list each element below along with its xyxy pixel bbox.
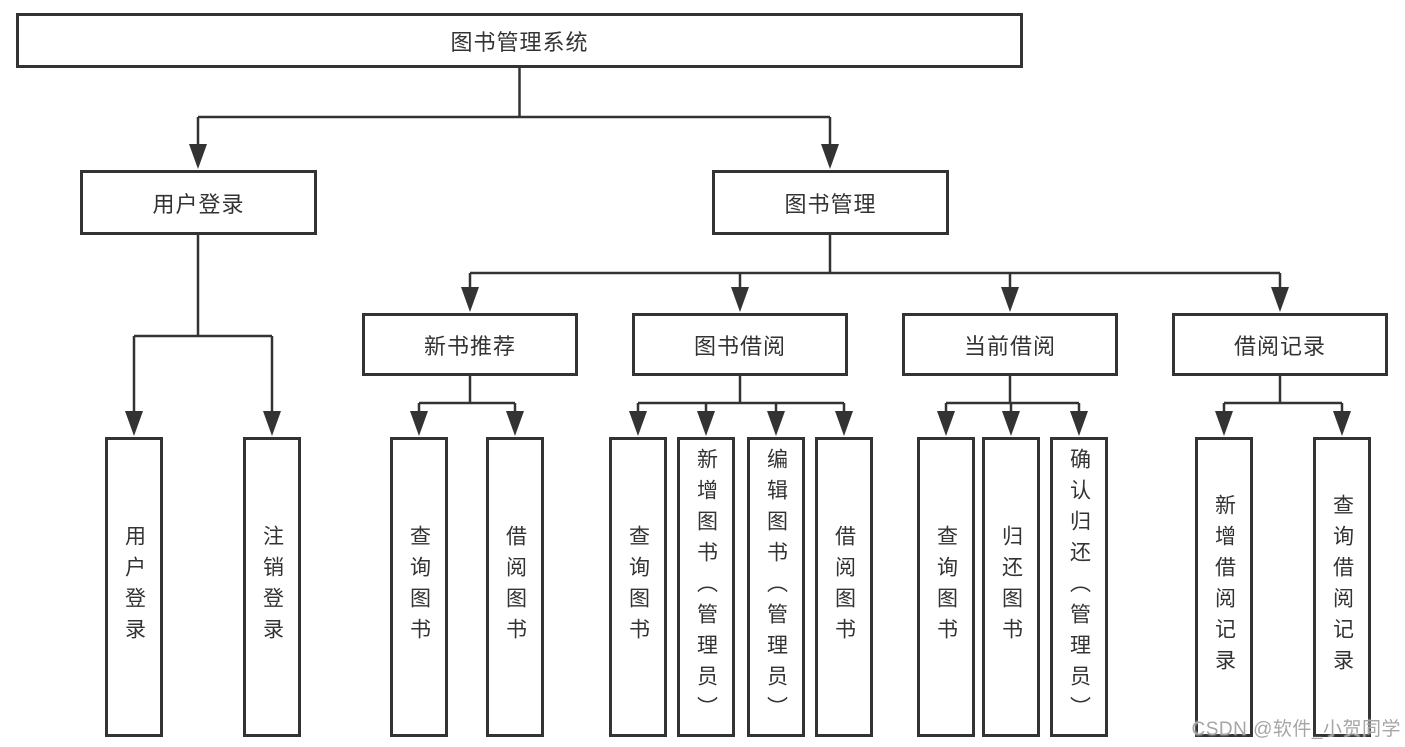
arrow-down-icon xyxy=(1215,411,1233,436)
leaf-query-books-current: 查询图书 xyxy=(917,437,975,737)
arrow-down-icon xyxy=(731,287,749,312)
node-label: 新增图书（管理员） xyxy=(694,447,718,727)
node-label: 注销登录 xyxy=(260,525,284,649)
node-borrow-records: 借阅记录 xyxy=(1172,313,1388,376)
arrow-down-icon xyxy=(1001,287,1019,312)
node-book-management: 图书管理 xyxy=(712,170,949,235)
leaf-logout: 注销登录 xyxy=(243,437,301,737)
arrow-down-icon xyxy=(410,411,428,436)
arrow-down-icon xyxy=(697,411,715,436)
node-label: 用户登录 xyxy=(122,525,146,649)
node-new-book-recommend: 新书推荐 xyxy=(362,313,578,376)
node-book-borrow: 图书借阅 xyxy=(632,313,848,376)
leaf-query-books-borrow: 查询图书 xyxy=(609,437,667,737)
leaf-borrow-books: 借阅图书 xyxy=(815,437,873,737)
arrow-down-icons xyxy=(125,144,1351,436)
arrow-down-icon xyxy=(767,411,785,436)
node-user-login: 用户登录 xyxy=(80,170,317,235)
node-label: 查询借阅记录 xyxy=(1330,494,1354,680)
leaf-query-borrow-record: 查询借阅记录 xyxy=(1313,437,1371,737)
node-label: 借阅图书 xyxy=(832,525,856,649)
arrow-down-icon xyxy=(1002,411,1020,436)
connector-paths xyxy=(132,68,1344,414)
arrow-down-icon xyxy=(263,411,281,436)
arrow-down-icon xyxy=(629,411,647,436)
arrow-down-icon xyxy=(1333,411,1351,436)
leaf-borrow-books-recommend: 借阅图书 xyxy=(486,437,544,737)
node-current-borrow: 当前借阅 xyxy=(902,313,1118,376)
node-label: 查询图书 xyxy=(626,525,650,649)
arrow-down-icon xyxy=(125,411,143,436)
node-label: 借阅图书 xyxy=(503,525,527,649)
leaf-user-login: 用户登录 xyxy=(105,437,163,737)
leaf-return-book: 归还图书 xyxy=(982,437,1040,737)
leaf-add-book-admin: 新增图书（管理员） xyxy=(677,437,735,737)
node-label: 确认归还（管理员） xyxy=(1067,447,1091,727)
arrow-down-icon xyxy=(835,411,853,436)
leaf-query-books-recommend: 查询图书 xyxy=(390,437,448,737)
arrow-down-icon xyxy=(937,411,955,436)
node-label: 查询图书 xyxy=(934,525,958,649)
node-label: 查询图书 xyxy=(407,525,431,649)
node-label: 新增借阅记录 xyxy=(1212,494,1236,680)
node-label: 编辑图书（管理员） xyxy=(764,447,788,727)
arrow-down-icon xyxy=(189,144,207,169)
leaf-add-borrow-record: 新增借阅记录 xyxy=(1195,437,1253,737)
arrow-down-icon xyxy=(461,287,479,312)
arrow-down-icon xyxy=(821,144,839,169)
leaf-edit-book-admin: 编辑图书（管理员） xyxy=(747,437,805,737)
node-label: 归还图书 xyxy=(999,525,1023,649)
arrow-down-icon xyxy=(506,411,524,436)
arrow-down-icon xyxy=(1271,287,1289,312)
csdn-watermark: CSDN @软件_小贺同学 xyxy=(1191,719,1401,740)
arrow-down-icon xyxy=(1070,411,1088,436)
node-root: 图书管理系统 xyxy=(16,13,1023,68)
leaf-confirm-return-admin: 确认归还（管理员） xyxy=(1050,437,1108,737)
